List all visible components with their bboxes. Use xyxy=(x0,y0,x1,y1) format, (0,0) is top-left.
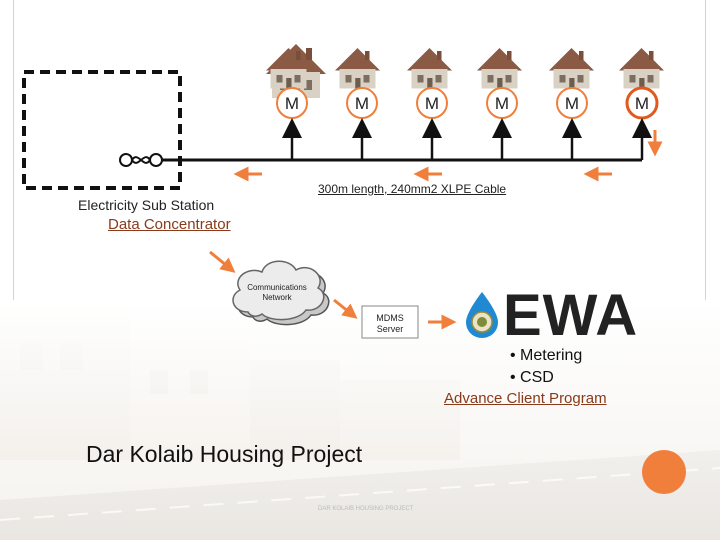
meter-label-5: M xyxy=(564,94,580,113)
ewa-logo-text: EWA xyxy=(503,283,639,348)
house-icon-5 xyxy=(549,48,594,89)
advance-client-program-label: Advance Client Program xyxy=(444,390,607,407)
house-icon-4 xyxy=(477,48,522,89)
substation-label: Electricity Sub Station xyxy=(78,197,215,213)
photo-watermark: DAR KOLAIB HOUSING PROJECT xyxy=(318,506,414,512)
mdms-server-box xyxy=(361,305,419,339)
house-icon-2 xyxy=(335,48,380,89)
cable-spec-label: 300m length, 240mm2 XLPE Cable xyxy=(318,182,507,196)
house-icon-6 xyxy=(619,48,664,89)
decorative-orange-circle xyxy=(642,450,686,494)
frame-right-border xyxy=(705,0,706,540)
data-concentrator-label: Data Concentrator xyxy=(108,216,231,233)
frame-left-border xyxy=(13,0,14,540)
meter-label-1: M xyxy=(284,94,300,113)
housing-background-photo xyxy=(0,300,720,540)
meter-label-2: M xyxy=(354,94,370,113)
server-label: MDMS Server xyxy=(376,313,404,334)
network-label: Communications Network xyxy=(247,283,307,302)
house-icon-3 xyxy=(407,48,452,89)
network-cloud xyxy=(232,260,330,326)
project-title: Dar Kolaib Housing Project xyxy=(86,441,363,467)
concentrator-to-network-arrow xyxy=(209,250,236,273)
transformer-icon xyxy=(119,153,163,167)
ewa-logo-mark xyxy=(466,292,498,338)
network-to-server-arrow xyxy=(333,298,358,319)
service-item-metering: • Metering xyxy=(510,347,583,364)
meter-label-3: M xyxy=(424,94,440,113)
meter-label-6: M xyxy=(634,94,650,113)
service-item-csd: • CSD xyxy=(510,369,554,386)
meter-label-4: M xyxy=(494,94,510,113)
substation-box xyxy=(22,70,182,190)
